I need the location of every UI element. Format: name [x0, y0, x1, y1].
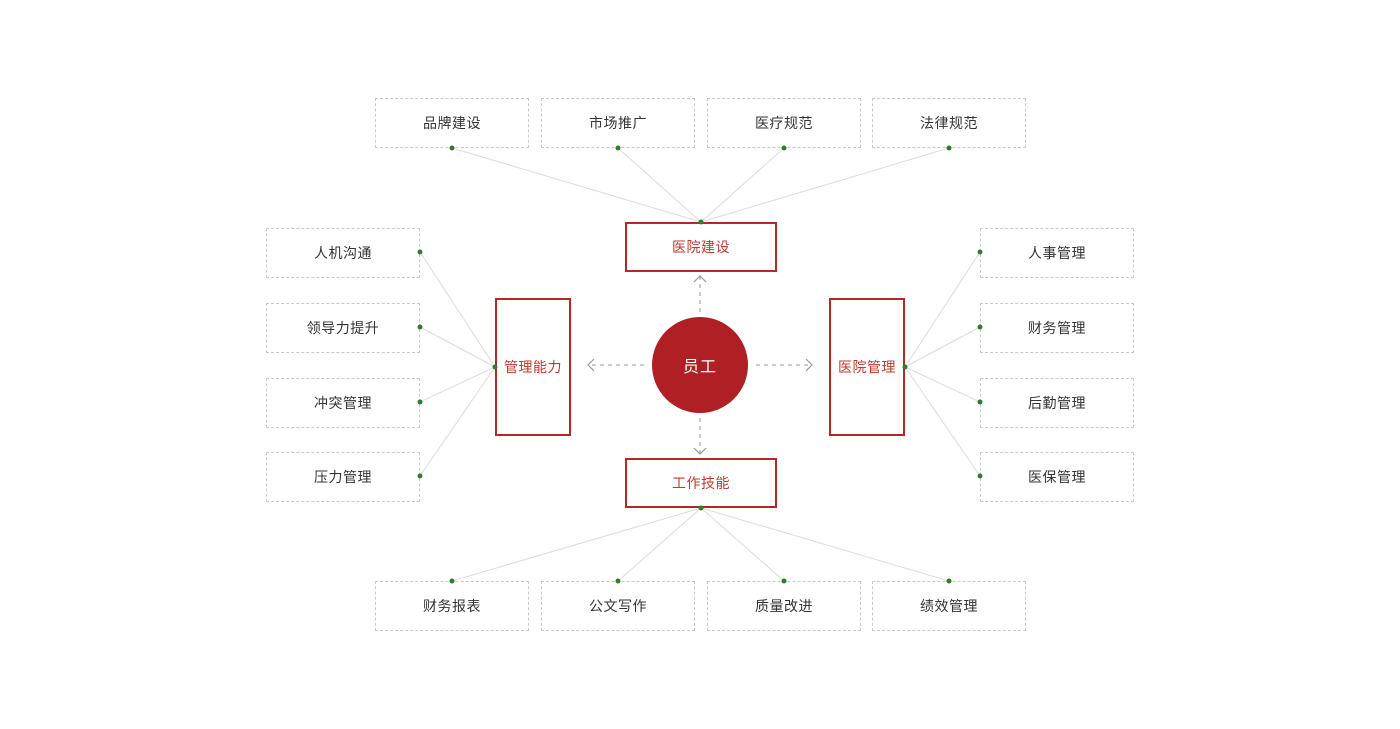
connector-dot-brand-building	[449, 145, 455, 151]
connector-dot-medical-standard	[781, 145, 787, 151]
arrow-head-hospital-management	[805, 358, 813, 372]
branch-node-hospital-management-label: 医院管理	[838, 359, 896, 375]
leaf-node-stress-management-label: 压力管理	[314, 469, 372, 485]
leaf-node-medical-standard[interactable]: 医疗规范	[707, 98, 861, 148]
connector-dot-leadership-improvement	[417, 324, 423, 330]
leaf-node-insurance-management[interactable]: 医保管理	[980, 452, 1134, 502]
connector-dot-performance-management	[946, 578, 952, 584]
leaf-connector-conflict-management	[419, 366, 496, 403]
leaf-node-quality-improvement-label: 质量改进	[755, 598, 813, 614]
connector-dot-financial-statement	[449, 578, 455, 584]
branch-node-management-ability-label: 管理能力	[504, 359, 562, 375]
leaf-node-performance-management-label: 绩效管理	[920, 598, 978, 614]
leaf-connector-performance-management	[700, 507, 950, 582]
leaf-node-conflict-management[interactable]: 冲突管理	[266, 378, 420, 428]
leaf-node-leadership-improvement[interactable]: 领导力提升	[266, 303, 420, 353]
leaf-connector-human-machine-communication	[419, 251, 496, 368]
leaf-node-brand-building[interactable]: 品牌建设	[375, 98, 529, 148]
leaf-node-legal-standard[interactable]: 法律规范	[872, 98, 1026, 148]
leaf-connector-quality-improvement	[700, 507, 785, 582]
leaf-connector-personnel-management	[904, 251, 981, 368]
connector-dot-management-ability	[492, 364, 498, 370]
connector-dot-quality-improvement	[781, 578, 787, 584]
leaf-node-financial-statement-label: 财务报表	[423, 598, 481, 614]
connector-dot-legal-standard	[946, 145, 952, 151]
leaf-node-personnel-management-label: 人事管理	[1028, 245, 1086, 261]
leaf-node-personnel-management[interactable]: 人事管理	[980, 228, 1134, 278]
connector-dot-hospital-construction	[698, 219, 704, 225]
leaf-node-market-promotion[interactable]: 市场推广	[541, 98, 695, 148]
branch-node-hospital-construction-label: 医院建设	[672, 239, 730, 255]
connector-dot-personnel-management	[977, 249, 983, 255]
leaf-connector-brand-building	[451, 147, 702, 223]
leaf-node-official-writing-label: 公文写作	[589, 598, 647, 614]
leaf-node-legal-standard-label: 法律规范	[920, 115, 978, 131]
leaf-node-leadership-improvement-label: 领导力提升	[306, 320, 380, 336]
connector-dot-insurance-management	[977, 473, 983, 479]
leaf-connector-legal-standard	[700, 147, 950, 223]
leaf-node-stress-management[interactable]: 压力管理	[266, 452, 420, 502]
leaf-node-brand-building-label: 品牌建设	[423, 115, 481, 131]
leaf-node-finance-management[interactable]: 财务管理	[980, 303, 1134, 353]
leaf-node-logistics-management[interactable]: 后勤管理	[980, 378, 1134, 428]
branch-node-hospital-construction[interactable]: 医院建设	[625, 222, 777, 272]
leaf-node-human-machine-communication-label: 人机沟通	[314, 245, 372, 261]
arrow-head-management-ability	[587, 358, 595, 372]
connector-dot-finance-management	[977, 324, 983, 330]
leaf-node-market-promotion-label: 市场推广	[589, 115, 647, 131]
leaf-connector-leadership-improvement	[419, 326, 496, 368]
leaf-connector-market-promotion	[617, 147, 702, 223]
connector-dot-work-skills	[698, 505, 704, 511]
arrow-head-hospital-construction	[693, 275, 707, 283]
branch-node-work-skills-label: 工作技能	[672, 475, 730, 491]
leaf-node-medical-standard-label: 医疗规范	[755, 115, 813, 131]
leaf-connector-official-writing	[617, 507, 702, 582]
leaf-connector-financial-statement	[451, 507, 702, 582]
center-hub[interactable]: 员工	[652, 317, 748, 413]
leaf-node-quality-improvement[interactable]: 质量改进	[707, 581, 861, 631]
leaf-connector-medical-standard	[700, 147, 785, 223]
leaf-node-official-writing[interactable]: 公文写作	[541, 581, 695, 631]
leaf-node-conflict-management-label: 冲突管理	[314, 395, 372, 411]
leaf-node-logistics-management-label: 后勤管理	[1028, 395, 1086, 411]
branch-node-work-skills[interactable]: 工作技能	[625, 458, 777, 508]
branch-node-hospital-management[interactable]: 医院管理	[829, 298, 905, 436]
center-hub-label: 员工	[682, 359, 717, 376]
leaf-node-performance-management[interactable]: 绩效管理	[872, 581, 1026, 631]
connector-dot-logistics-management	[977, 399, 983, 405]
leaf-connector-stress-management	[419, 366, 496, 477]
leaf-connector-finance-management	[904, 326, 981, 368]
connector-dot-human-machine-communication	[417, 249, 423, 255]
connector-dot-market-promotion	[615, 145, 621, 151]
leaf-connector-logistics-management	[904, 366, 981, 403]
leaf-node-financial-statement[interactable]: 财务报表	[375, 581, 529, 631]
connector-dot-official-writing	[615, 578, 621, 584]
connector-dot-stress-management	[417, 473, 423, 479]
arrow-head-work-skills	[693, 447, 707, 455]
connector-dot-conflict-management	[417, 399, 423, 405]
leaf-node-insurance-management-label: 医保管理	[1028, 469, 1086, 485]
leaf-connector-insurance-management	[904, 366, 981, 477]
leaf-node-finance-management-label: 财务管理	[1028, 320, 1086, 336]
branch-node-management-ability[interactable]: 管理能力	[495, 298, 571, 436]
leaf-node-human-machine-communication[interactable]: 人机沟通	[266, 228, 420, 278]
connector-dot-hospital-management	[902, 364, 908, 370]
